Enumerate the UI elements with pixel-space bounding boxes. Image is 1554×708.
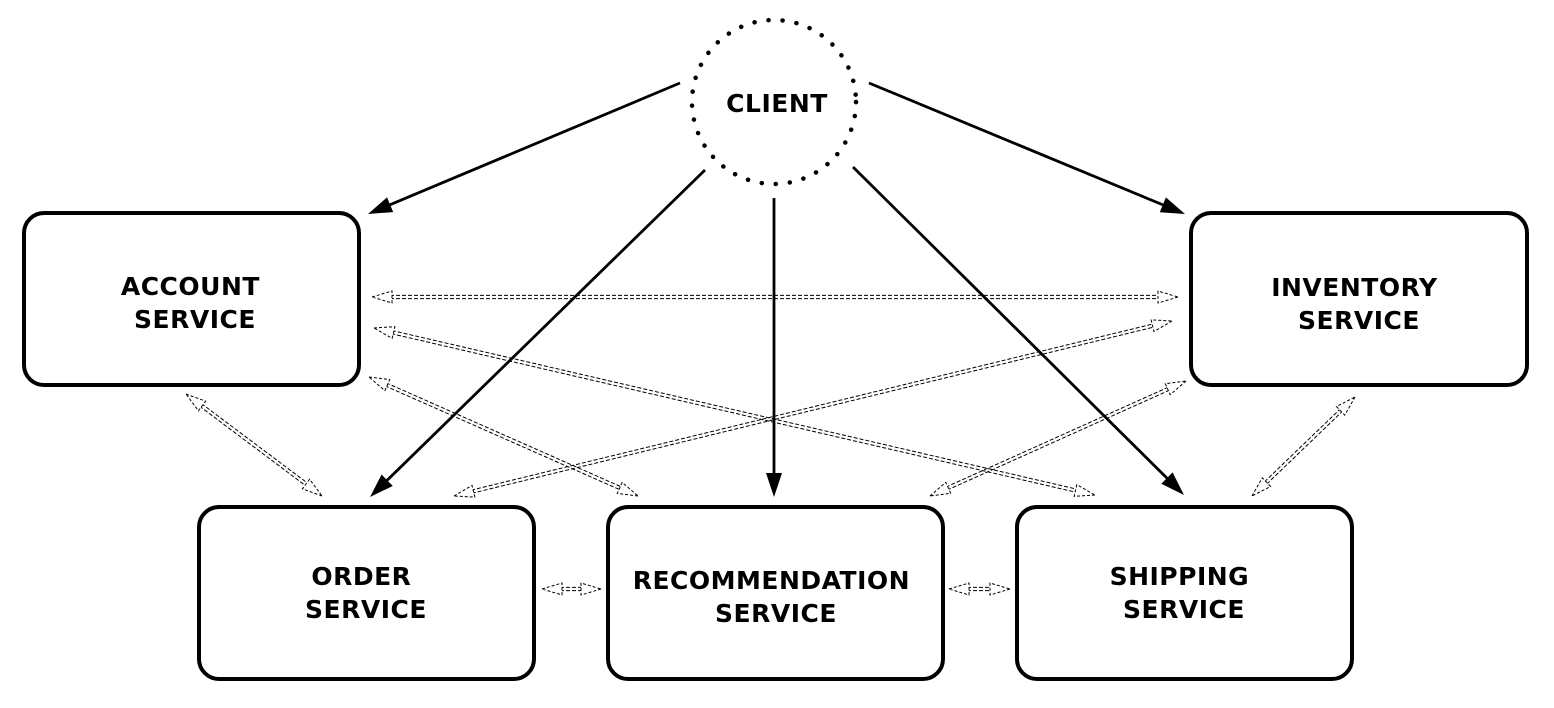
open-arrowhead-icon xyxy=(928,481,952,497)
request-line-order xyxy=(379,168,706,489)
open-arrowhead-icon xyxy=(452,484,476,498)
request-arrow-inventory xyxy=(868,81,1185,214)
link-rail xyxy=(391,330,1078,490)
request-line-shipping xyxy=(852,166,1176,487)
account-service-label: ACCOUNT SERVICE xyxy=(121,272,269,334)
recommendation-service-label-line1: RECOMMENDATION xyxy=(633,566,910,595)
order-service-label: ORDER SERVICE xyxy=(305,562,427,624)
open-arrowhead-icon xyxy=(1150,319,1174,333)
service-link-order-recommendation xyxy=(540,582,603,596)
open-arrowhead-icon xyxy=(1157,290,1180,304)
shipping-service-node[interactable]: SHIPPING SERVICE xyxy=(1015,505,1354,681)
link-rail xyxy=(1263,407,1342,483)
link-rail xyxy=(945,386,1170,488)
account-service-node[interactable]: ACCOUNT SERVICE xyxy=(22,211,361,387)
link-rail xyxy=(199,405,307,487)
service-link-account-inventory xyxy=(370,290,1180,304)
open-arrowhead-icon xyxy=(616,481,640,497)
request-arrow-account xyxy=(368,81,681,214)
request-arrow-recommendation xyxy=(766,198,782,497)
edges-layer xyxy=(184,81,1357,596)
recommendation-service-label: RECOMMENDATION SERVICE xyxy=(633,566,920,628)
shipping-service-box xyxy=(1015,505,1354,681)
arrowhead-icon xyxy=(1161,472,1184,495)
service-link-account-recommendation xyxy=(367,376,640,497)
link-rail xyxy=(384,385,622,491)
service-link-order-inventory xyxy=(452,319,1174,498)
client-node[interactable]: CLIENT xyxy=(689,17,859,187)
inventory-service-box xyxy=(1189,211,1529,387)
open-arrowhead-icon xyxy=(370,290,393,304)
account-service-label-line2: SERVICE xyxy=(134,305,256,334)
open-arrowhead-icon xyxy=(1335,395,1357,417)
order-service-box xyxy=(197,505,536,681)
open-arrowhead-icon xyxy=(989,582,1012,596)
open-arrowhead-icon xyxy=(580,582,603,596)
recommendation-service-box xyxy=(606,505,945,681)
shipping-service-label-line2: SERVICE xyxy=(1123,595,1245,624)
link-rail xyxy=(391,333,1078,493)
service-link-recommendation-inventory xyxy=(928,380,1188,497)
link-rail xyxy=(201,403,309,485)
order-service-label-line1: ORDER xyxy=(311,562,411,591)
arrowhead-icon xyxy=(368,197,394,214)
shipping-service-label: SHIPPING SERVICE xyxy=(1110,562,1259,624)
order-service-node[interactable]: ORDER SERVICE xyxy=(197,505,536,681)
open-arrowhead-icon xyxy=(947,582,970,596)
inventory-service-label: INVENTORY SERVICE xyxy=(1271,273,1447,335)
arrowhead-icon xyxy=(370,474,393,497)
open-arrowhead-icon xyxy=(184,392,207,412)
open-arrowhead-icon xyxy=(301,478,324,498)
service-link-account-order xyxy=(184,392,324,498)
open-arrowhead-icon xyxy=(372,326,396,340)
client-circle xyxy=(689,17,859,187)
recommendation-service-label-line2: SERVICE xyxy=(715,599,837,628)
arrowhead-icon xyxy=(766,473,782,497)
open-arrowhead-icon xyxy=(367,376,391,392)
request-line-inventory xyxy=(868,81,1173,210)
inventory-service-label-line2: SERVICE xyxy=(1298,306,1420,335)
inventory-service-label-line1: INVENTORY xyxy=(1271,273,1438,302)
open-arrowhead-icon xyxy=(1073,483,1097,497)
open-arrowhead-icon xyxy=(540,582,563,596)
account-service-box xyxy=(22,211,361,387)
account-service-label-line1: ACCOUNT xyxy=(121,272,260,301)
shipping-service-label-line1: SHIPPING xyxy=(1110,562,1250,591)
open-arrowhead-icon xyxy=(1164,380,1188,396)
request-line-account xyxy=(380,81,681,210)
link-rail xyxy=(470,323,1155,491)
link-rail xyxy=(946,389,1171,491)
service-link-account-shipping xyxy=(372,326,1097,497)
order-service-label-line2: SERVICE xyxy=(305,595,427,624)
service-link-inventory-shipping xyxy=(1250,395,1357,498)
request-arrow-order xyxy=(370,168,706,497)
link-rail xyxy=(385,382,623,488)
request-arrow-shipping xyxy=(852,166,1184,495)
service-link-recommendation-shipping xyxy=(947,582,1012,596)
link-rail xyxy=(1265,410,1344,486)
recommendation-service-node[interactable]: RECOMMENDATION SERVICE xyxy=(606,505,945,681)
inventory-service-node[interactable]: INVENTORY SERVICE xyxy=(1189,211,1529,387)
open-arrowhead-icon xyxy=(1250,476,1272,498)
client-label: CLIENT xyxy=(726,89,828,118)
arrowhead-icon xyxy=(1159,197,1185,214)
link-rail xyxy=(471,326,1156,494)
